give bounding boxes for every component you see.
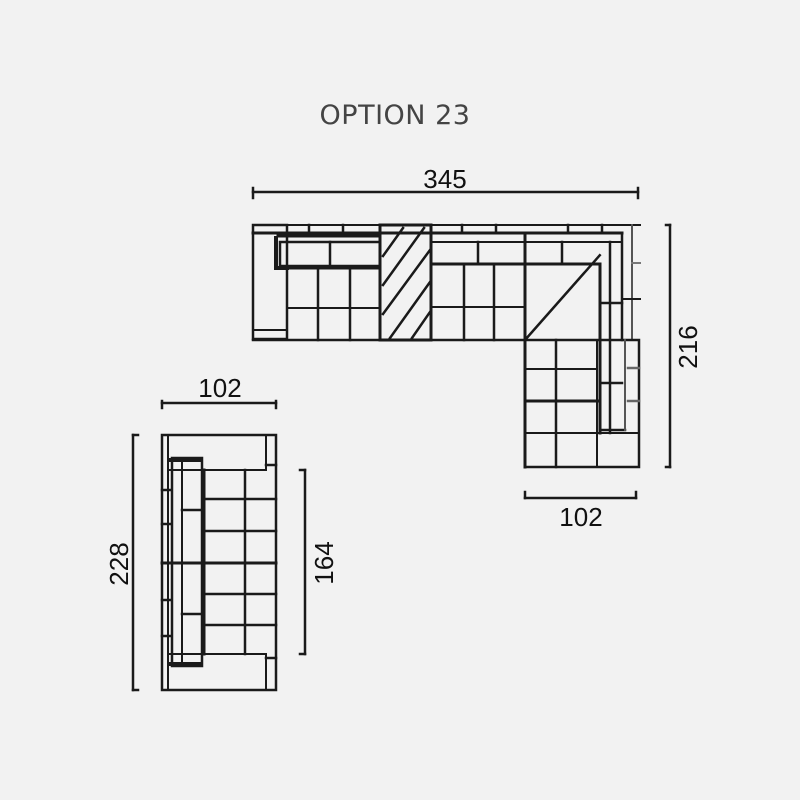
label-164: 164 — [309, 541, 339, 584]
straight-sofa — [160, 433, 278, 692]
label-345: 345 — [423, 164, 466, 194]
dimension-102-chaise — [523, 490, 638, 500]
label-228: 228 — [104, 542, 134, 585]
dimension-228 — [131, 433, 140, 692]
dimension-345 — [251, 186, 640, 200]
label-216: 216 — [673, 325, 703, 368]
corner-sofa — [251, 223, 641, 469]
dimension-102-straight — [160, 399, 278, 410]
dimension-164 — [298, 468, 307, 656]
label-102-straight: 102 — [198, 373, 241, 403]
label-102-chaise: 102 — [559, 502, 602, 532]
option-title: OPTION 23 — [319, 100, 471, 131]
dimension-216 — [664, 223, 672, 469]
